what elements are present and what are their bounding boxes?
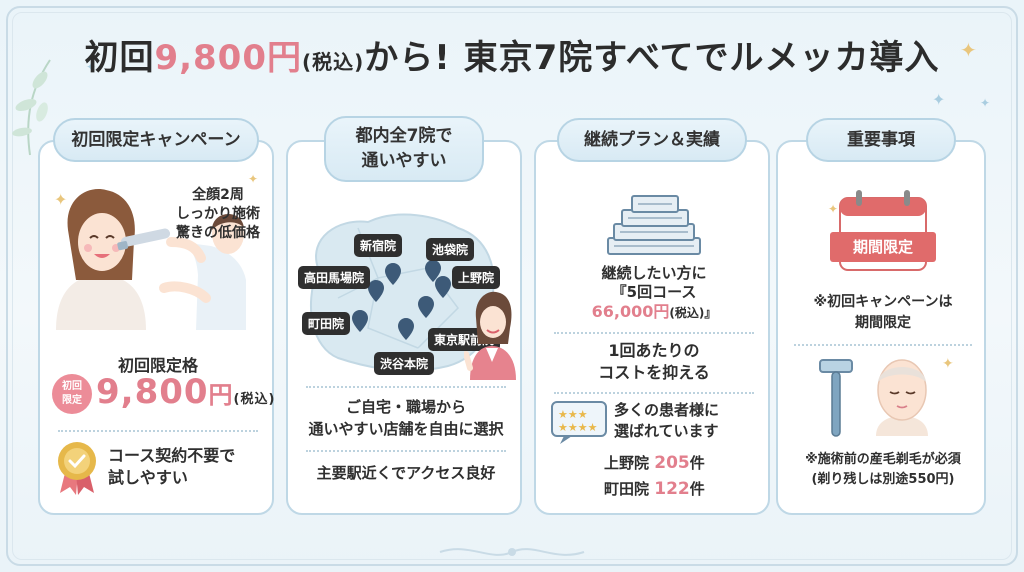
plan-card: 継続プラン＆実績 継続したい方に 『5回コース 66,000円(税込)』 1回あ… <box>534 118 770 515</box>
important-card: 重要事項 期間限定 ※初回キャンペーンは 期間限定 ✦ ✦ ※施術前の産毛剃毛が… <box>776 118 986 515</box>
no-contract-note: コース契約不要で 試しやすい <box>108 446 236 487</box>
popular-text: 多くの患者様に 選ばれています <box>614 401 720 440</box>
divider <box>58 430 258 432</box>
sparkle-icon: ✦ <box>828 202 839 216</box>
treatment-description: 全顔2周 しっかり施術 驚きの低価格 <box>176 187 260 241</box>
medal-icon <box>58 442 96 495</box>
access-text: 主要駅近くでアクセス良好 <box>316 464 496 482</box>
clinics-card: 都内全7院で通いやすい 新宿院 池袋院 高田馬場院 上野院 町田院 東京駅前院 … <box>286 116 522 515</box>
sparkle-icon: ✦ <box>942 356 954 372</box>
ornament-icon <box>439 548 585 556</box>
clinic-shinjuku-label: 新宿院 <box>354 234 403 257</box>
staff-pointing-illustration-icon <box>464 291 516 380</box>
clinics-tag: 都内全7院で通いやすい <box>324 116 484 182</box>
shaving-required-note: ※施術前の産毛剃毛が必須 (剃り残しは別途550円) <box>805 452 961 487</box>
limited-badge: 初回限定 <box>52 374 92 414</box>
leaf-decoration-icon <box>12 59 51 156</box>
clinic-machida-label: 町田院 <box>302 312 351 335</box>
plan-tag: 継続プラン＆実績 <box>557 118 747 162</box>
important-tag: 重要事項 <box>806 118 956 162</box>
sparkle-icon: ✦ <box>86 60 97 74</box>
divider <box>554 332 754 334</box>
limited-period-banner: 期間限定 <box>830 232 936 262</box>
clinic-ueno-label: 上野院 <box>452 266 501 289</box>
page-title: 初回9,800円(税込)から! 東京7院すべてでルメッカ導入 <box>84 38 940 78</box>
plan-description: 継続したい方に 『5回コース 66,000円(税込)』 <box>591 264 717 321</box>
outer-frame <box>6 6 1018 566</box>
clinic-ikebukuro-label: 池袋院 <box>426 238 475 261</box>
sparkle-icon: ✦ <box>54 190 68 209</box>
campaign-card: 初回限定キャンペーン ✦ ✦ 全顔2周 しっかり施術 驚きの低価格 初回限定格 … <box>38 118 276 515</box>
inner-frame <box>12 12 1012 560</box>
cost-text: 1回あたりの コストを抑える <box>598 341 710 382</box>
facial-treatment-illustration-icon <box>56 189 246 330</box>
svg-text:★★★★: ★★★★ <box>558 421 598 434</box>
sparkle-icon: ✦ <box>980 96 991 110</box>
price-label: 初回限定格 <box>117 356 198 375</box>
divider <box>306 450 506 452</box>
campaign-price: 9,800円(税込) <box>96 372 276 412</box>
sparkle-icon: ✦ <box>248 172 259 186</box>
campaign-period-note: ※初回キャンペーンは 期間限定 <box>813 294 953 331</box>
clinic-shibuya-label: 渋谷本院 <box>374 352 435 375</box>
face-icon <box>876 359 928 436</box>
divider <box>794 344 972 346</box>
ueno-stat: 上野院 205件 <box>604 453 705 473</box>
clinic-takadanobaba-label: 高田馬場院 <box>298 266 371 289</box>
machida-stat: 町田院 122件 <box>604 479 705 499</box>
divider <box>554 392 754 394</box>
sparkle-icon: ✦ <box>932 90 946 109</box>
ticket-stack-icon <box>607 195 701 255</box>
divider <box>306 386 506 388</box>
campaign-tag: 初回限定キャンペーン <box>53 118 259 162</box>
review-stars-icon: ★★★ ★★★★ <box>551 401 607 444</box>
svg-text:★★★: ★★★ <box>558 408 588 421</box>
sparkle-icon: ✦ <box>960 38 977 62</box>
clinic-choice-text: ご自宅・職場から 通いやすい店舗を自由に選択 <box>308 398 504 438</box>
razor-icon <box>819 359 853 437</box>
